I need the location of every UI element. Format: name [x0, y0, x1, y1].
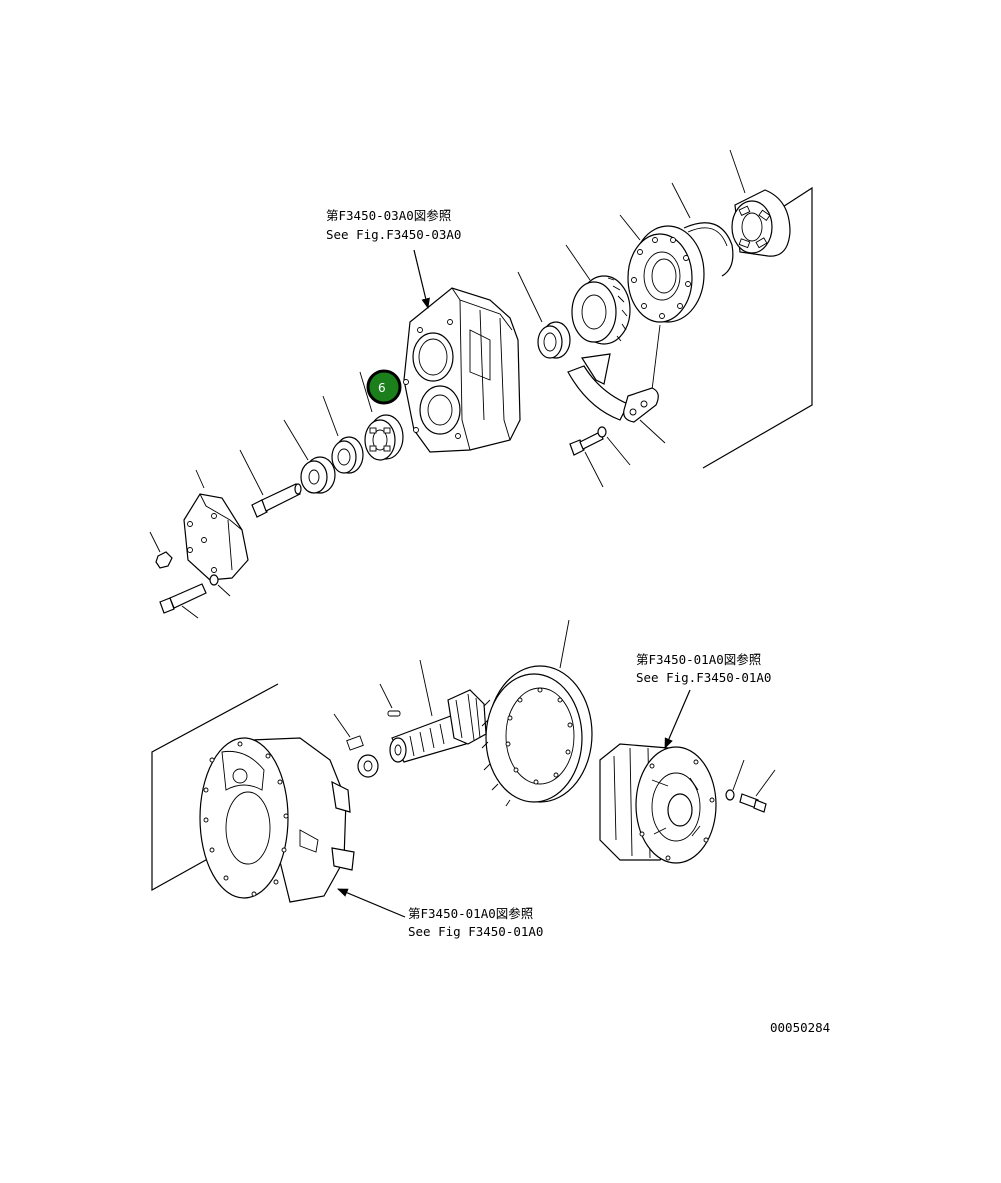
hotspot-label: 6: [378, 381, 386, 395]
callout-upper-ref: 第F3450-03A0図参照 See Fig.F3450-03A0: [326, 208, 461, 310]
part-pinion-nut: [333, 713, 379, 778]
callout-lower-ja: 第F3450-01A0図参照: [408, 906, 533, 921]
callout-right-ref: 第F3450-01A0図参照 See Fig.F3450-01A0: [636, 652, 771, 749]
part-diff-case: [599, 743, 717, 864]
part-snap-ring: [671, 182, 734, 277]
part-transmission-case: [403, 287, 521, 453]
part-diff-housing: [199, 737, 355, 903]
part-coupling-bearing: [359, 371, 404, 461]
part-bolt-lower-right: [725, 759, 776, 813]
drawing-number: 00050284: [770, 1020, 830, 1035]
part-bolt-lower-left: [159, 574, 231, 619]
callout-upper-en: See Fig.F3450-03A0: [326, 227, 461, 242]
callout-upper-ja: 第F3450-03A0図参照: [326, 208, 451, 223]
part-end-cover: [183, 469, 249, 581]
part-ring-gear: [481, 619, 593, 807]
callout-right-ja: 第F3450-01A0図参照: [636, 652, 761, 667]
callout-lower-en: See Fig F3450-01A0: [408, 924, 543, 939]
hotspot-part-6[interactable]: 6: [366, 369, 402, 405]
part-long-bolt: [239, 449, 302, 518]
part-bearing-cage: [619, 214, 705, 391]
lower-bracket: [151, 683, 279, 892]
part-bolt-upper-right: [569, 426, 631, 488]
callout-right-en: See Fig.F3450-01A0: [636, 670, 771, 685]
part-bearing-outer: [729, 149, 791, 257]
callout-lower-ref: 第F3450-01A0図参照 See Fig F3450-01A0: [337, 888, 543, 939]
part-pinion-shaft: [389, 659, 487, 763]
part-tapered-bearing: [565, 244, 631, 345]
part-shim-half: [567, 353, 666, 444]
upper-bracket: [702, 186, 813, 469]
part-small-bearing: [517, 271, 571, 359]
part-nut: [149, 531, 173, 569]
part-seal: [322, 395, 364, 474]
part-pin: [379, 683, 401, 717]
part-washer: [283, 419, 336, 494]
